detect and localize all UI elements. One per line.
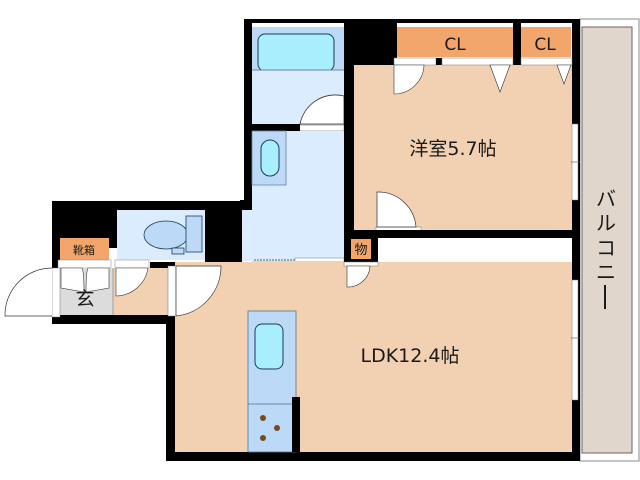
entry-door-icon bbox=[4, 267, 53, 317]
closet-door-icon bbox=[393, 64, 425, 95]
window-ldk bbox=[571, 279, 580, 401]
bath-door-icon bbox=[299, 94, 345, 125]
bathroom bbox=[252, 27, 345, 132]
ldk-label[interactable]: LDK12.4帖 bbox=[361, 345, 460, 367]
svg-text:ル: ル bbox=[596, 211, 616, 235]
washbasin-icon bbox=[260, 139, 280, 177]
bathtub-icon bbox=[257, 33, 335, 72]
balcony bbox=[579, 18, 640, 462]
ldk: LDK12.4帖 bbox=[167, 261, 572, 452]
wall bbox=[244, 19, 252, 204]
storage[interactable]: 物 bbox=[351, 239, 371, 259]
sink-icon bbox=[254, 323, 284, 370]
closet-2[interactable]: CL bbox=[521, 27, 571, 57]
ldk-door-icon bbox=[175, 265, 222, 317]
closet-1[interactable]: CL bbox=[397, 27, 513, 57]
shoe-box: 靴箱 bbox=[60, 238, 109, 260]
storage-door-icon bbox=[346, 265, 371, 288]
wall-right bbox=[572, 19, 580, 461]
svg-text:ニ: ニ bbox=[596, 260, 616, 284]
svg-text:バ: バ bbox=[596, 187, 616, 211]
western-room-label[interactable]: 洋室5.7帖 bbox=[409, 138, 496, 160]
burner-icon bbox=[260, 415, 266, 421]
folding-door-icon bbox=[489, 64, 511, 93]
entrance: 玄 bbox=[4, 267, 113, 318]
entrance-label: 玄 bbox=[75, 288, 94, 310]
washroom bbox=[242, 130, 345, 263]
folding-door-icon bbox=[556, 64, 572, 85]
balcony-label: バ ル コ ニ bbox=[596, 187, 616, 309]
burner-icon bbox=[260, 435, 266, 441]
kitchen bbox=[247, 310, 300, 453]
shoe-box-label: 靴箱 bbox=[73, 243, 95, 257]
closet-2-label: CL bbox=[534, 35, 556, 55]
toilet-icon bbox=[143, 220, 189, 250]
closet-1-label: CL bbox=[444, 35, 466, 55]
western-room-door-icon bbox=[376, 191, 417, 228]
western-room: 洋室5.7帖 bbox=[354, 65, 572, 234]
svg-text:コ: コ bbox=[596, 236, 616, 260]
toilet-room bbox=[117, 210, 205, 260]
window-western bbox=[571, 123, 580, 201]
storage-label: 物 bbox=[354, 243, 367, 258]
burner-icon bbox=[274, 425, 280, 431]
